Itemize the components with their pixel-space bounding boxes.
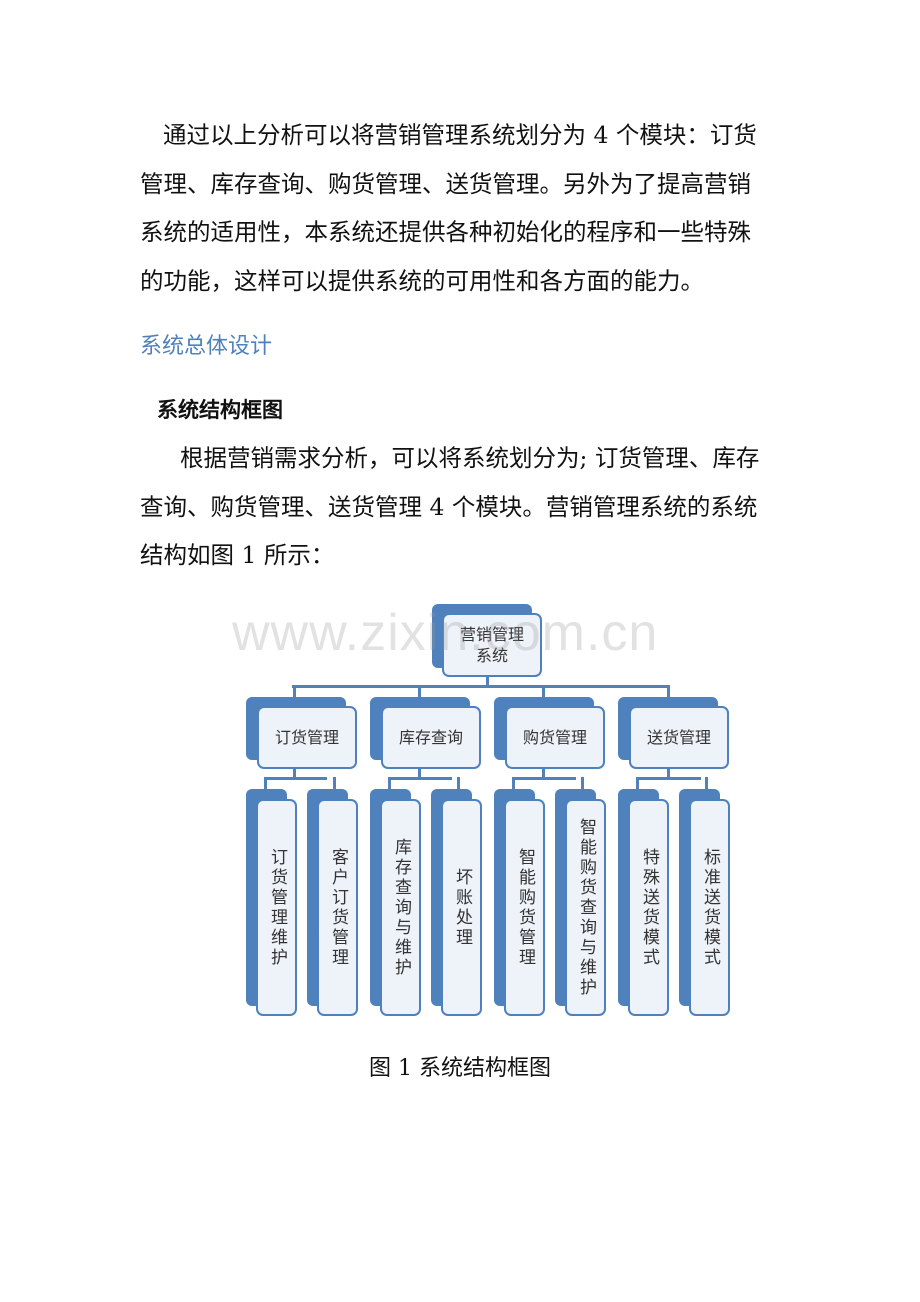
leaf-node: 特殊送货模式: [628, 799, 669, 1016]
structure-paragraph: 根据营销需求分析，可以将系统划分为; 订货管理、库存 查询、购货管理、送货管理 …: [140, 434, 785, 580]
text-line: 的功能，这样可以提供系统的可用性和各方面的能力。: [140, 266, 704, 295]
connector-line: [417, 685, 421, 698]
connector-line: [514, 777, 576, 780]
subsection-heading: 系统结构框图: [157, 398, 283, 422]
section-heading: 系统总体设计: [140, 334, 273, 359]
connector-line: [457, 777, 460, 789]
leaf-node: 标准送货模式: [689, 799, 730, 1016]
leaf-node: 坏账处理: [441, 799, 482, 1016]
connector-line: [666, 768, 670, 778]
module-node: 购货管理: [505, 706, 605, 769]
connector-line: [388, 777, 391, 789]
leaf-node: 订货管理维护: [256, 799, 297, 1016]
text-line: 管理、库存查询、购货管理、送货管理。另外为了提高营销: [140, 169, 751, 198]
module-node: 订货管理: [257, 706, 357, 769]
leaf-node: 库存查询与维护: [380, 799, 421, 1016]
leaf-node: 智能购货管理: [504, 799, 545, 1016]
connector-line: [638, 777, 701, 780]
connector-line: [542, 768, 545, 778]
connector-line: [705, 777, 708, 789]
connector-line: [292, 685, 669, 688]
connector-line: [264, 777, 267, 789]
text-line: 结构如图 1 所示：: [140, 541, 335, 569]
connector-line: [293, 685, 296, 698]
connector-line: [542, 685, 545, 698]
root-node: 营销管理系统: [442, 613, 542, 677]
connector-line: [333, 777, 336, 789]
connector-line: [293, 768, 296, 778]
connector-line: [486, 676, 489, 686]
connector-line: [512, 777, 515, 789]
figure-caption: 图 1 系统结构框图: [369, 1056, 551, 1081]
connector-line: [265, 777, 327, 780]
connector-line: [636, 777, 639, 789]
connector-line: [666, 685, 670, 698]
text-line: 通过以上分析可以将营销管理系统划分为 4 个模块：订货: [163, 121, 757, 149]
text-line: 根据营销需求分析，可以将系统划分为; 订货管理、库存: [180, 444, 760, 472]
leaf-node: 客户订货管理: [317, 799, 358, 1016]
leaf-node: 智能购货查询与维护: [565, 799, 606, 1016]
text-line: 查询、购货管理、送货管理 4 个模块。营销管理系统的系统: [140, 492, 758, 521]
connector-line: [389, 777, 452, 780]
connector-line: [417, 768, 421, 778]
text-line: 系统的适用性，本系统还提供各种初始化的程序和一些特殊: [140, 218, 751, 246]
module-node: 库存查询: [381, 706, 481, 769]
connector-line: [581, 777, 584, 789]
intro-paragraph: 通过以上分析可以将营销管理系统划分为 4 个模块：订货 管理、库存查询、购货管理…: [140, 111, 785, 305]
module-node: 送货管理: [629, 706, 729, 769]
